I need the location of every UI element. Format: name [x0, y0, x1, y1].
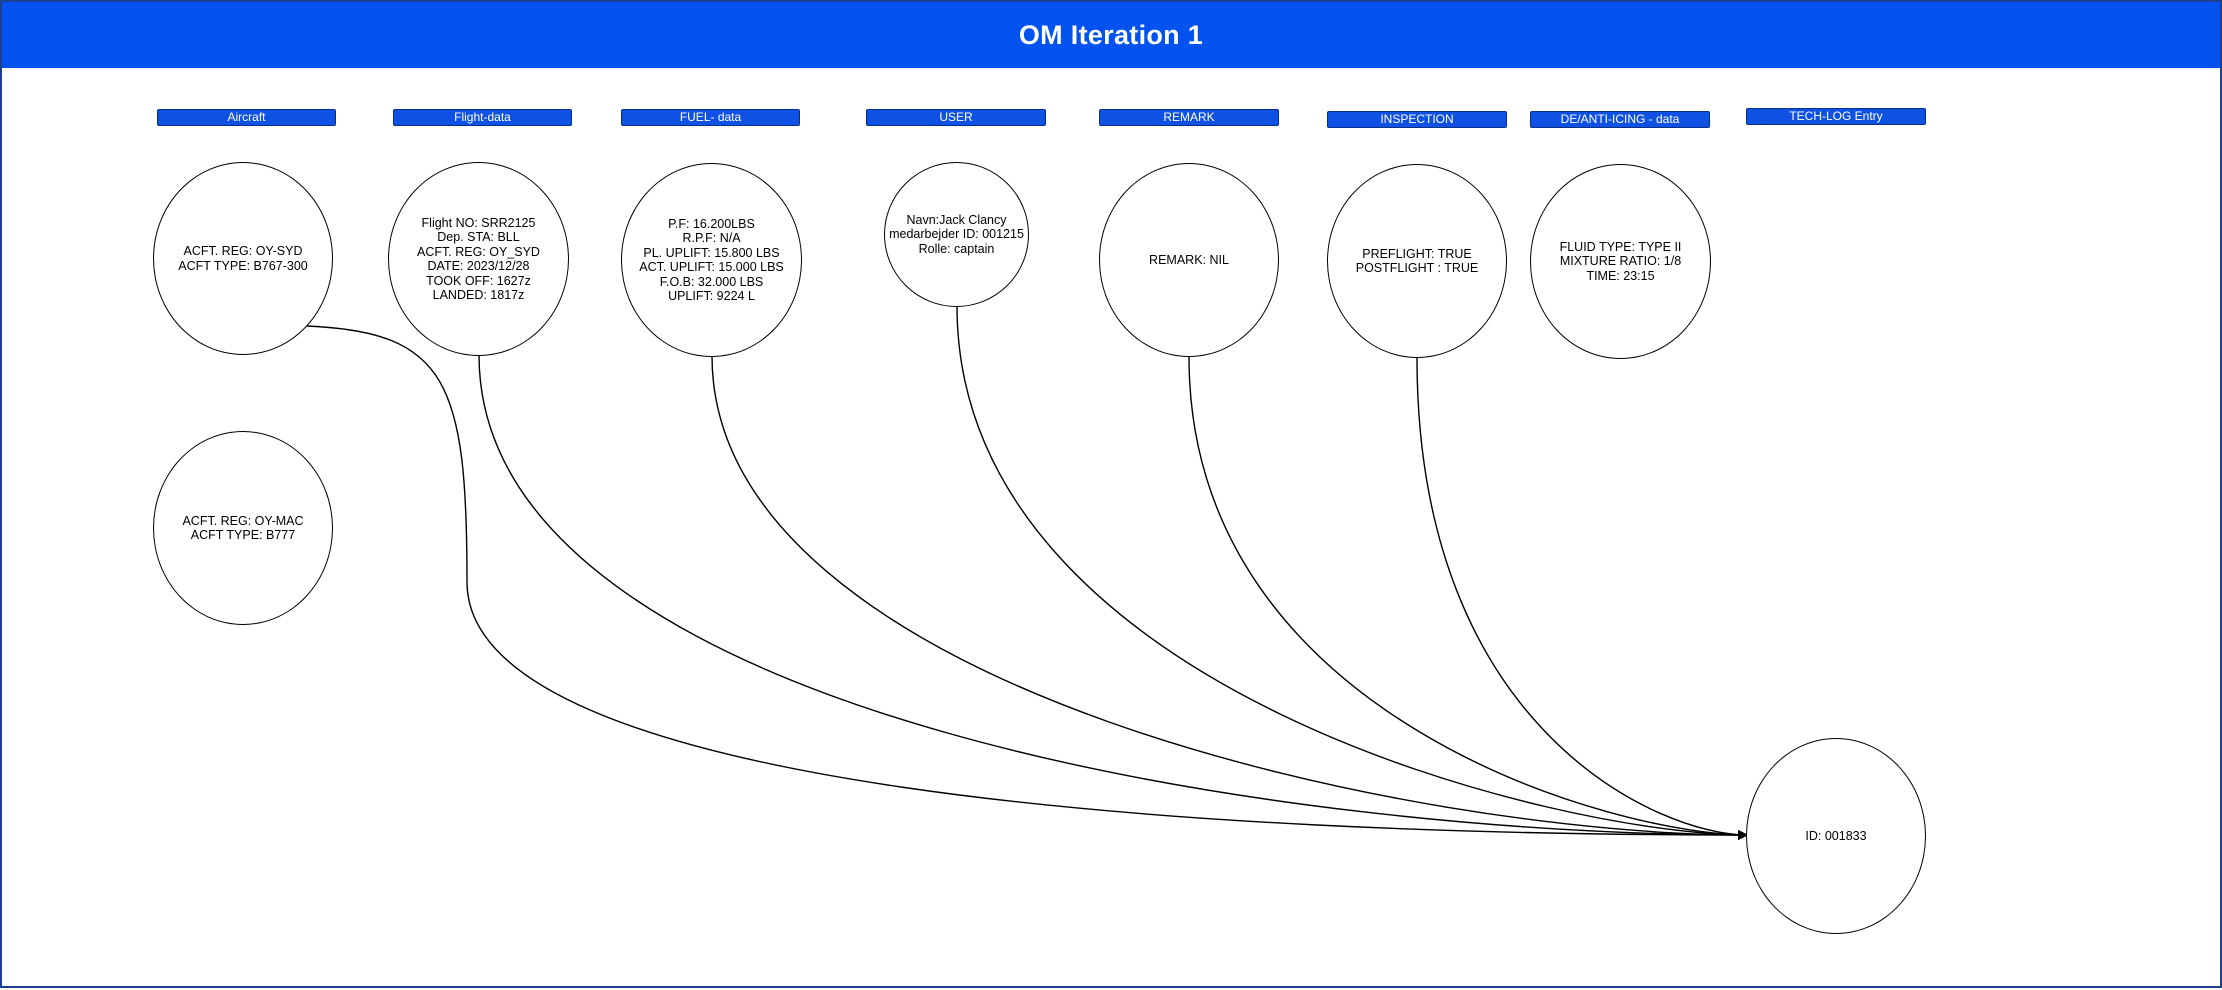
- edge-inspection-to-techlog: [1416, 357, 1748, 840]
- node-line: ACFT TYPE: B767-300: [178, 258, 308, 273]
- node-line: LANDED: 1817z: [432, 288, 525, 302]
- category-user[interactable]: USER: [866, 109, 1046, 126]
- node-remark[interactable]: REMARK: NIL: [1099, 163, 1279, 357]
- node-line: Dep. STA: BLL: [437, 230, 520, 244]
- node-line: UPLIFT: 9224 L: [668, 289, 755, 303]
- node-line: DATE: 2023/12/28: [427, 259, 530, 273]
- node-line: Rolle: captain: [918, 241, 995, 256]
- category-tech-log-entry[interactable]: TECH-LOG Entry: [1746, 108, 1926, 125]
- node-line: REMARK: NIL: [1149, 252, 1229, 267]
- category-inspection[interactable]: INSPECTION: [1327, 111, 1507, 128]
- node-tech-log-entry[interactable]: ID: 001833: [1746, 738, 1926, 934]
- node-line: medarbejder ID: 001215: [889, 227, 1024, 242]
- category-de-anti-icing-data[interactable]: DE/ANTI-ICING - data: [1530, 111, 1710, 128]
- node-line: TOOK OFF: 1627z: [426, 273, 531, 288]
- category-aircraft[interactable]: Aircraft: [157, 109, 336, 126]
- node-line: ACFT. REG: OY_SYD: [417, 244, 540, 259]
- node-user[interactable]: Navn:Jack Clancy medarbejder ID: 001215 …: [884, 162, 1029, 307]
- node-line: TIME: 23:15: [1586, 268, 1655, 283]
- node-line: F.O.B: 32.000 LBS: [659, 274, 764, 289]
- node-line: PREFLIGHT: TRUE: [1362, 246, 1472, 261]
- node-line: POSTFLIGHT : TRUE: [1355, 261, 1479, 275]
- edge-remark-to-techlog: [1188, 356, 1748, 840]
- node-line: ACFT. REG: OY-MAC: [182, 513, 304, 528]
- edge-aircraft-to-techlog: [306, 325, 1748, 840]
- node-line: ACT. UPLIFT: 15.000 LBS: [639, 260, 784, 274]
- node-fuel-data[interactable]: P.F: 16.200LBS R.P.F: N/A PL. UPLIFT: 15…: [621, 163, 802, 357]
- node-line: FLUID TYPE: TYPE II: [1559, 239, 1682, 254]
- node-inspection[interactable]: PREFLIGHT: TRUE POSTFLIGHT : TRUE: [1327, 164, 1507, 358]
- node-line: PL. UPLIFT: 15.800 LBS: [643, 245, 780, 260]
- node-de-anti-icing[interactable]: FLUID TYPE: TYPE II MIXTURE RATIO: 1/8 T…: [1530, 164, 1711, 359]
- category-remark[interactable]: REMARK: [1099, 109, 1279, 126]
- node-line: Navn:Jack Clancy: [906, 212, 1007, 227]
- edge-flight-to-techlog: [478, 354, 1748, 840]
- node-line: ID: 001833: [1805, 828, 1867, 843]
- node-line: R.P.F: N/A: [682, 231, 741, 245]
- node-aircraft-oy-mac[interactable]: ACFT. REG: OY-MAC ACFT TYPE: B777: [153, 431, 333, 625]
- node-line: P.F: 16.200LBS: [668, 216, 755, 231]
- page-title: OM Iteration 1: [2, 2, 2220, 68]
- edge-user-to-techlog: [956, 305, 1748, 840]
- node-flight-data[interactable]: Flight NO: SRR2125 Dep. STA: BLL ACFT. R…: [388, 162, 569, 356]
- node-line: ACFT TYPE: B777: [190, 528, 296, 542]
- node-line: MIXTURE RATIO: 1/8: [1559, 254, 1682, 269]
- node-aircraft-oy-syd[interactable]: ACFT. REG: OY-SYD ACFT TYPE: B767-300: [153, 162, 333, 355]
- edge-fuel-to-techlog: [711, 355, 1748, 840]
- node-line: Flight NO: SRR2125: [421, 215, 536, 230]
- category-flight-data[interactable]: Flight-data: [393, 109, 572, 126]
- node-line: ACFT. REG: OY-SYD: [183, 244, 303, 258]
- category-fuel-data[interactable]: FUEL- data: [621, 109, 800, 126]
